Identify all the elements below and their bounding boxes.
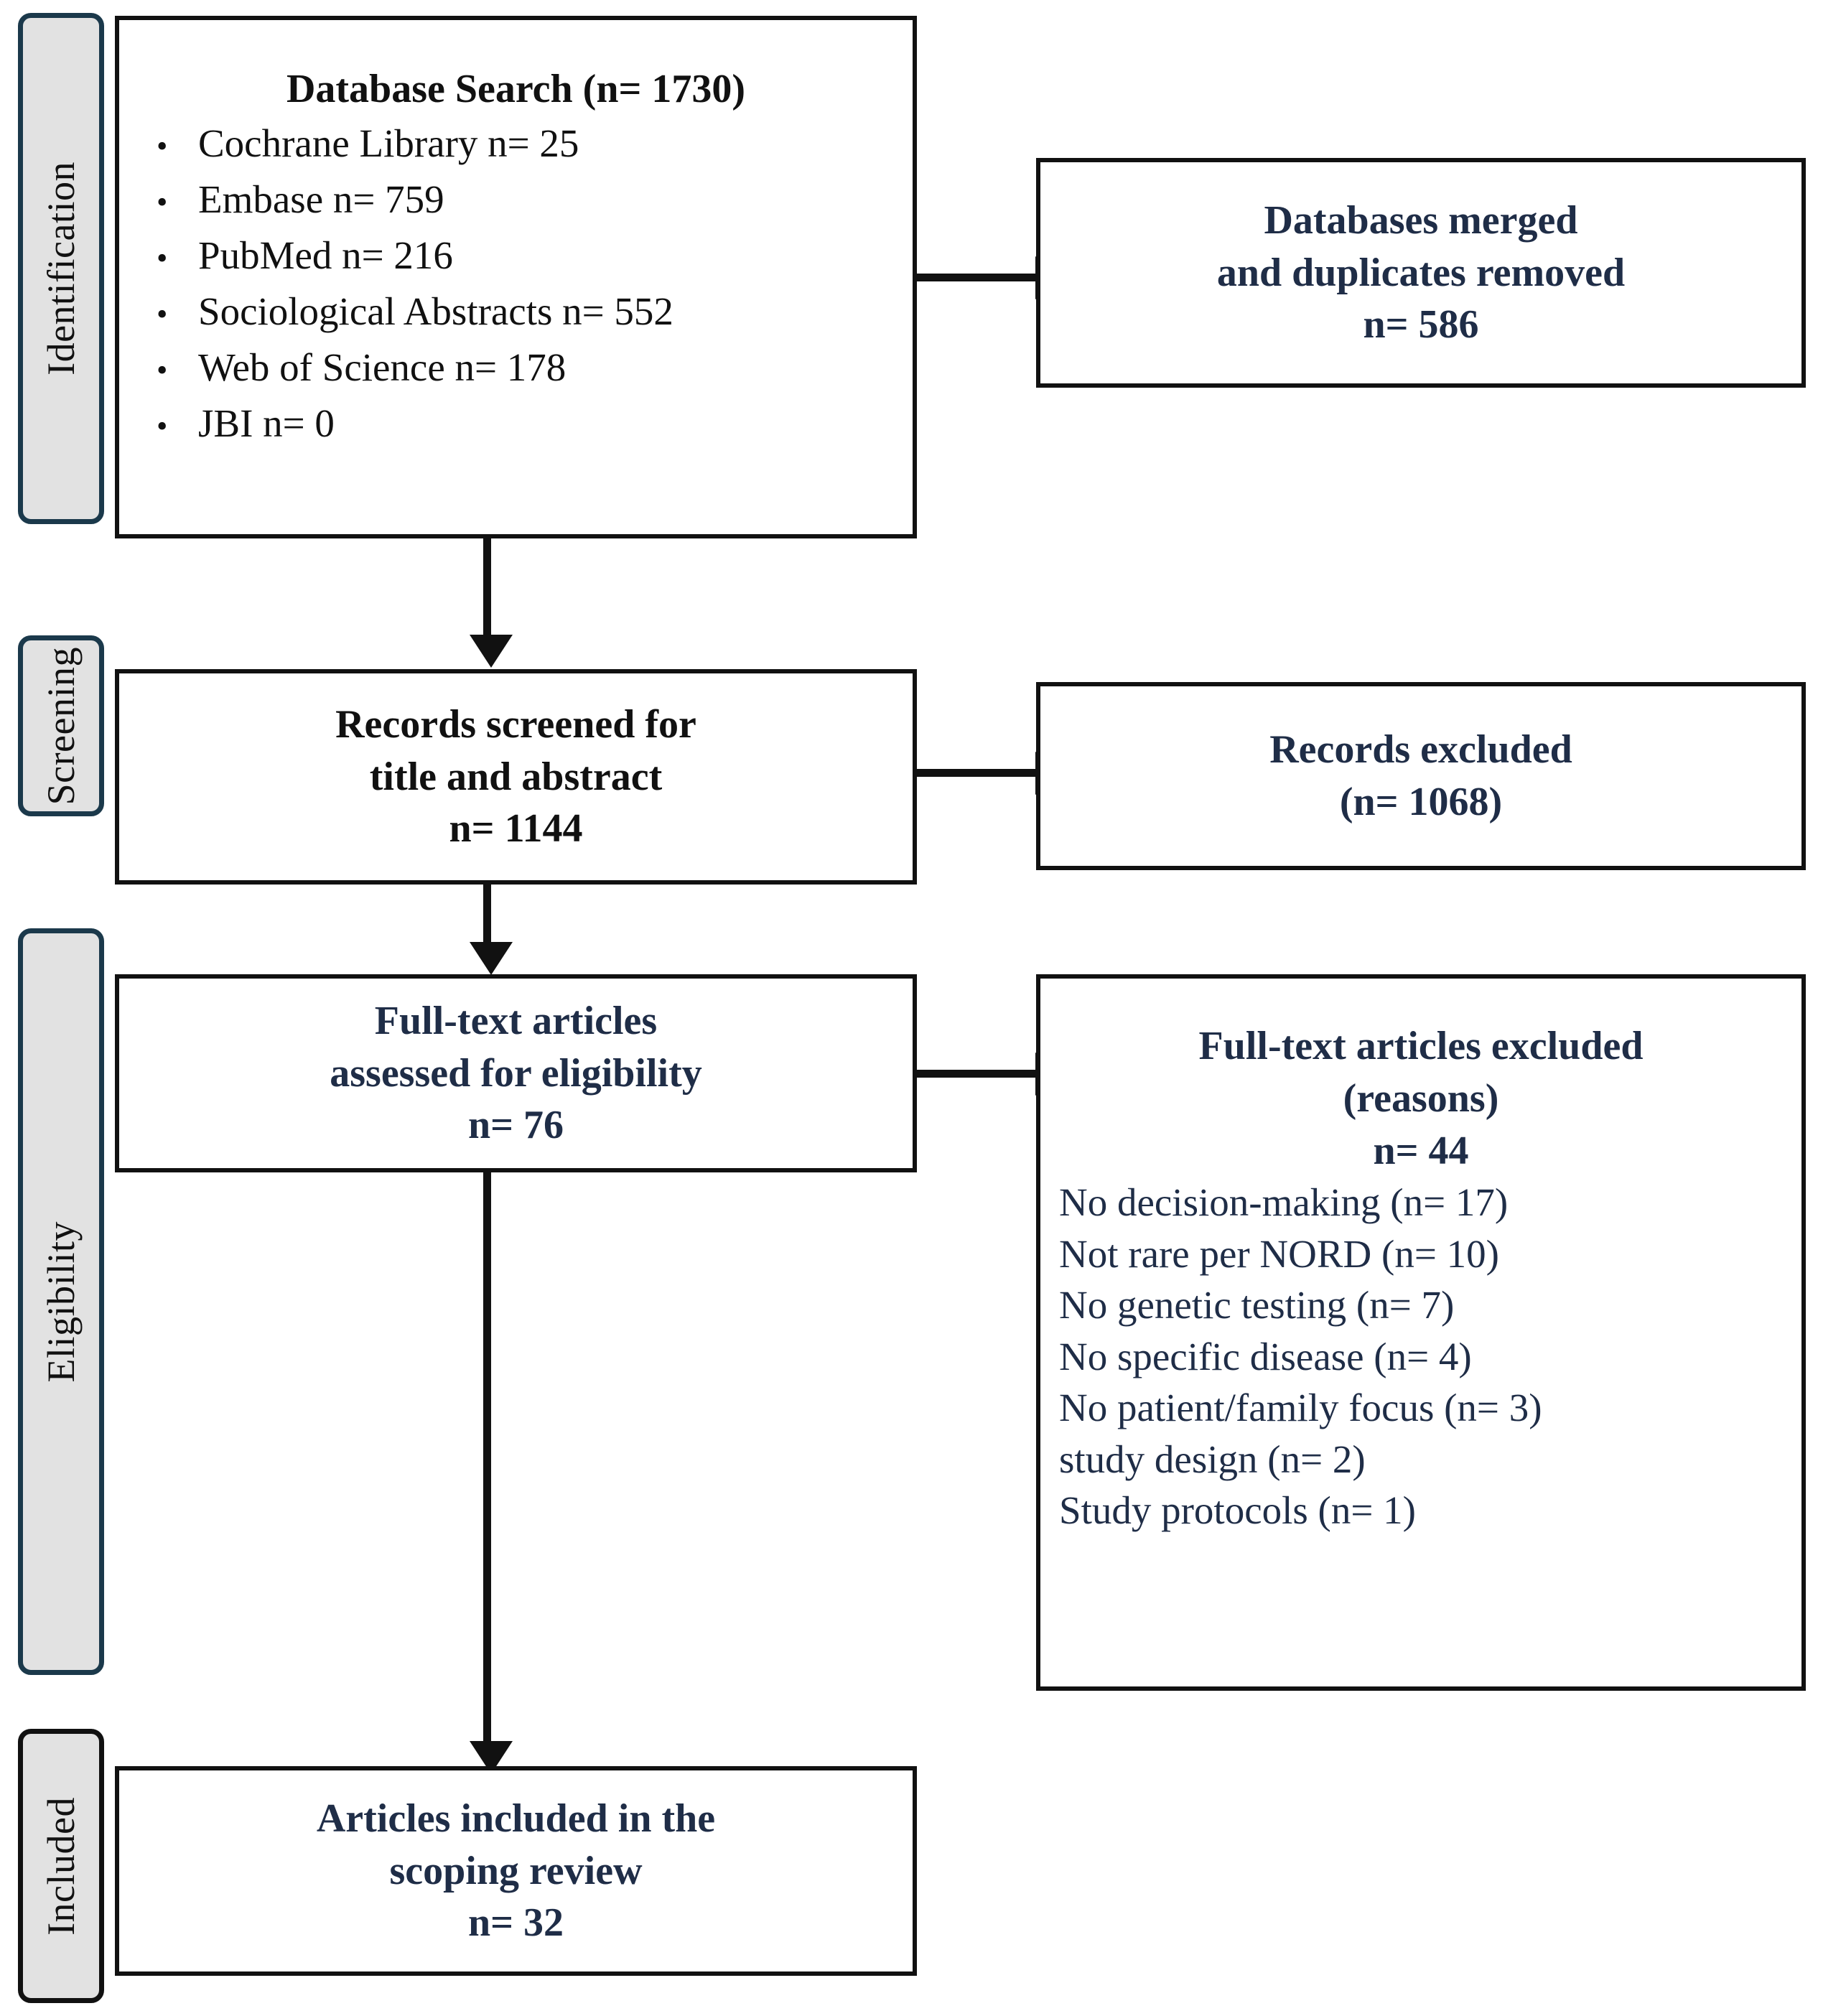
list-item: Not rare per NORD (n= 10) xyxy=(1059,1231,1499,1276)
bullet-icon: • xyxy=(157,184,168,220)
list-item-label: Web of Science n= 178 xyxy=(198,345,567,390)
database-search-box: Database Search (n= 1730) • Cochrane Lib… xyxy=(115,16,917,538)
fulltext-excluded-box: Full-text articles excluded (reasons) n=… xyxy=(1036,974,1806,1691)
connector-screened-to-assessed xyxy=(483,885,491,948)
stage-eligibility-label: Eligibility xyxy=(39,1221,83,1383)
stage-eligibility: Eligibility xyxy=(18,928,104,1675)
databases-merged-line-3: n= 586 xyxy=(1363,302,1479,347)
records-excluded-line-2: (n= 1068) xyxy=(1339,780,1503,824)
stage-included-label: Included xyxy=(39,1796,83,1936)
databases-merged-box: Databases merged and duplicates removed … xyxy=(1036,158,1806,388)
records-excluded-line-1: Records excluded xyxy=(1269,727,1572,773)
articles-included-line-2: scoping review xyxy=(389,1848,643,1893)
fulltext-assessed-box: Full-text articles assessed for eligibil… xyxy=(115,974,917,1172)
stage-screening-label: Screening xyxy=(39,646,83,806)
records-screened-line-3: n= 1144 xyxy=(449,806,583,851)
list-item-label: Sociological Abstracts n= 552 xyxy=(198,289,673,334)
stage-screening: Screening xyxy=(18,635,104,816)
connector-assessed-to-excluded xyxy=(917,1070,1040,1078)
connector-screened-to-excluded xyxy=(917,769,1040,777)
list-item: No genetic testing (n= 7) xyxy=(1059,1283,1455,1327)
list-item: • JBI n= 0 xyxy=(138,396,913,452)
fulltext-excluded-line-3: n= 44 xyxy=(1373,1128,1469,1173)
list-item: • PubMed n= 216 xyxy=(138,228,913,284)
fulltext-assessed-line-3: n= 76 xyxy=(467,1103,564,1148)
fulltext-excluded-line-2: (reasons) xyxy=(1343,1075,1499,1121)
list-item-label: PubMed n= 216 xyxy=(198,233,453,277)
list-item-label: JBI n= 0 xyxy=(198,401,335,446)
bullet-icon: • xyxy=(157,240,168,276)
list-item-label: Cochrane Library n= 25 xyxy=(198,121,579,165)
arrowhead-search-to-screened xyxy=(470,635,513,668)
list-item: • Sociological Abstracts n= 552 xyxy=(138,284,913,340)
list-item: No decision-making (n= 17) xyxy=(1059,1180,1509,1225)
arrowhead-screened-to-assessed xyxy=(470,942,513,975)
fulltext-assessed-line-1: Full-text articles xyxy=(374,998,658,1043)
articles-included-line-1: Articles included in the xyxy=(316,1796,716,1841)
bullet-icon: • xyxy=(157,409,168,444)
list-item: No patient/family focus (n= 3) xyxy=(1059,1386,1542,1430)
bullet-icon: • xyxy=(157,297,168,332)
records-screened-line-2: title and abstract xyxy=(369,754,663,799)
list-item: • Cochrane Library n= 25 xyxy=(138,116,913,172)
connector-assessed-to-included xyxy=(483,1172,491,1747)
fulltext-excluded-line-1: Full-text articles excluded xyxy=(1198,1024,1644,1068)
connector-search-to-dedup xyxy=(917,274,1040,281)
list-item: • Embase n= 759 xyxy=(138,172,913,228)
connector-search-to-screened xyxy=(483,538,491,639)
list-item: • Web of Science n= 178 xyxy=(138,340,913,396)
articles-included-line-3: n= 32 xyxy=(467,1900,564,1946)
records-screened-line-1: Records screened for xyxy=(335,701,696,747)
records-screened-box: Records screened for title and abstract … xyxy=(115,669,917,885)
stage-identification-label: Identification xyxy=(39,162,83,375)
bullet-icon: • xyxy=(157,128,168,164)
records-excluded-box: Records excluded (n= 1068) xyxy=(1036,682,1806,870)
stage-included: Included xyxy=(18,1729,104,2003)
bullet-icon: • xyxy=(157,353,168,388)
list-item: No specific disease (n= 4) xyxy=(1059,1334,1472,1378)
list-item: study design (n= 2) xyxy=(1059,1437,1366,1481)
fulltext-assessed-line-2: assessed for eligibility xyxy=(330,1050,702,1096)
database-search-title: Database Search (n= 1730) xyxy=(286,67,746,111)
exclusion-reason-list: No decision-making (n= 17) Not rare per … xyxy=(1040,1177,1801,1536)
databases-merged-line-1: Databases merged xyxy=(1264,197,1578,243)
database-source-list: • Cochrane Library n= 25 • Embase n= 759… xyxy=(119,116,913,452)
databases-merged-line-2: and duplicates removed xyxy=(1216,250,1626,295)
articles-included-box: Articles included in the scoping review … xyxy=(115,1766,917,1976)
list-item: Study protocols (n= 1) xyxy=(1059,1488,1416,1533)
list-item-label: Embase n= 759 xyxy=(198,177,444,221)
stage-identification: Identification xyxy=(18,13,104,524)
